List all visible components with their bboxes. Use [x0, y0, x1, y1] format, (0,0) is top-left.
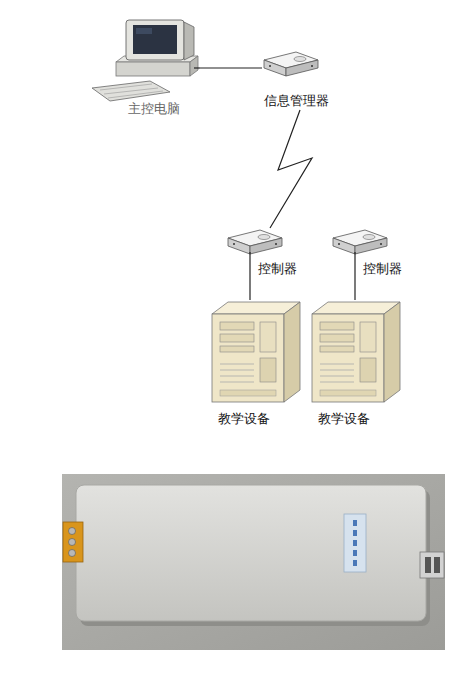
device-label: 控制器 — [363, 261, 402, 277]
manager-node: 信息管理器 — [262, 50, 333, 110]
device-label: 信息管理器 — [264, 93, 329, 109]
cable-line — [249, 278, 250, 300]
device-photo — [62, 474, 445, 650]
manager-icon — [264, 52, 318, 76]
computer-icon — [92, 20, 200, 101]
controller-node: 控制器 — [333, 228, 406, 278]
tower-icon — [212, 302, 300, 402]
controller-icon — [228, 230, 282, 254]
tower-icon — [312, 302, 400, 402]
wireless-link — [270, 110, 312, 228]
equipment-node: 教学设备 — [312, 300, 408, 428]
equipment-node: 教学设备 — [212, 300, 308, 428]
device-label: 教学设备 — [218, 411, 270, 427]
cable-stub — [249, 252, 250, 278]
cable-line — [354, 278, 355, 300]
controller-node: 控制器 — [228, 228, 301, 278]
computer-node: 主控电脑 — [88, 18, 200, 118]
device-label: 控制器 — [258, 261, 297, 277]
cable-stub — [354, 252, 355, 278]
device-label: 主控电脑 — [128, 101, 180, 117]
controller-icon — [333, 230, 387, 254]
cable-line — [200, 67, 262, 68]
device-label: 教学设备 — [318, 411, 370, 427]
